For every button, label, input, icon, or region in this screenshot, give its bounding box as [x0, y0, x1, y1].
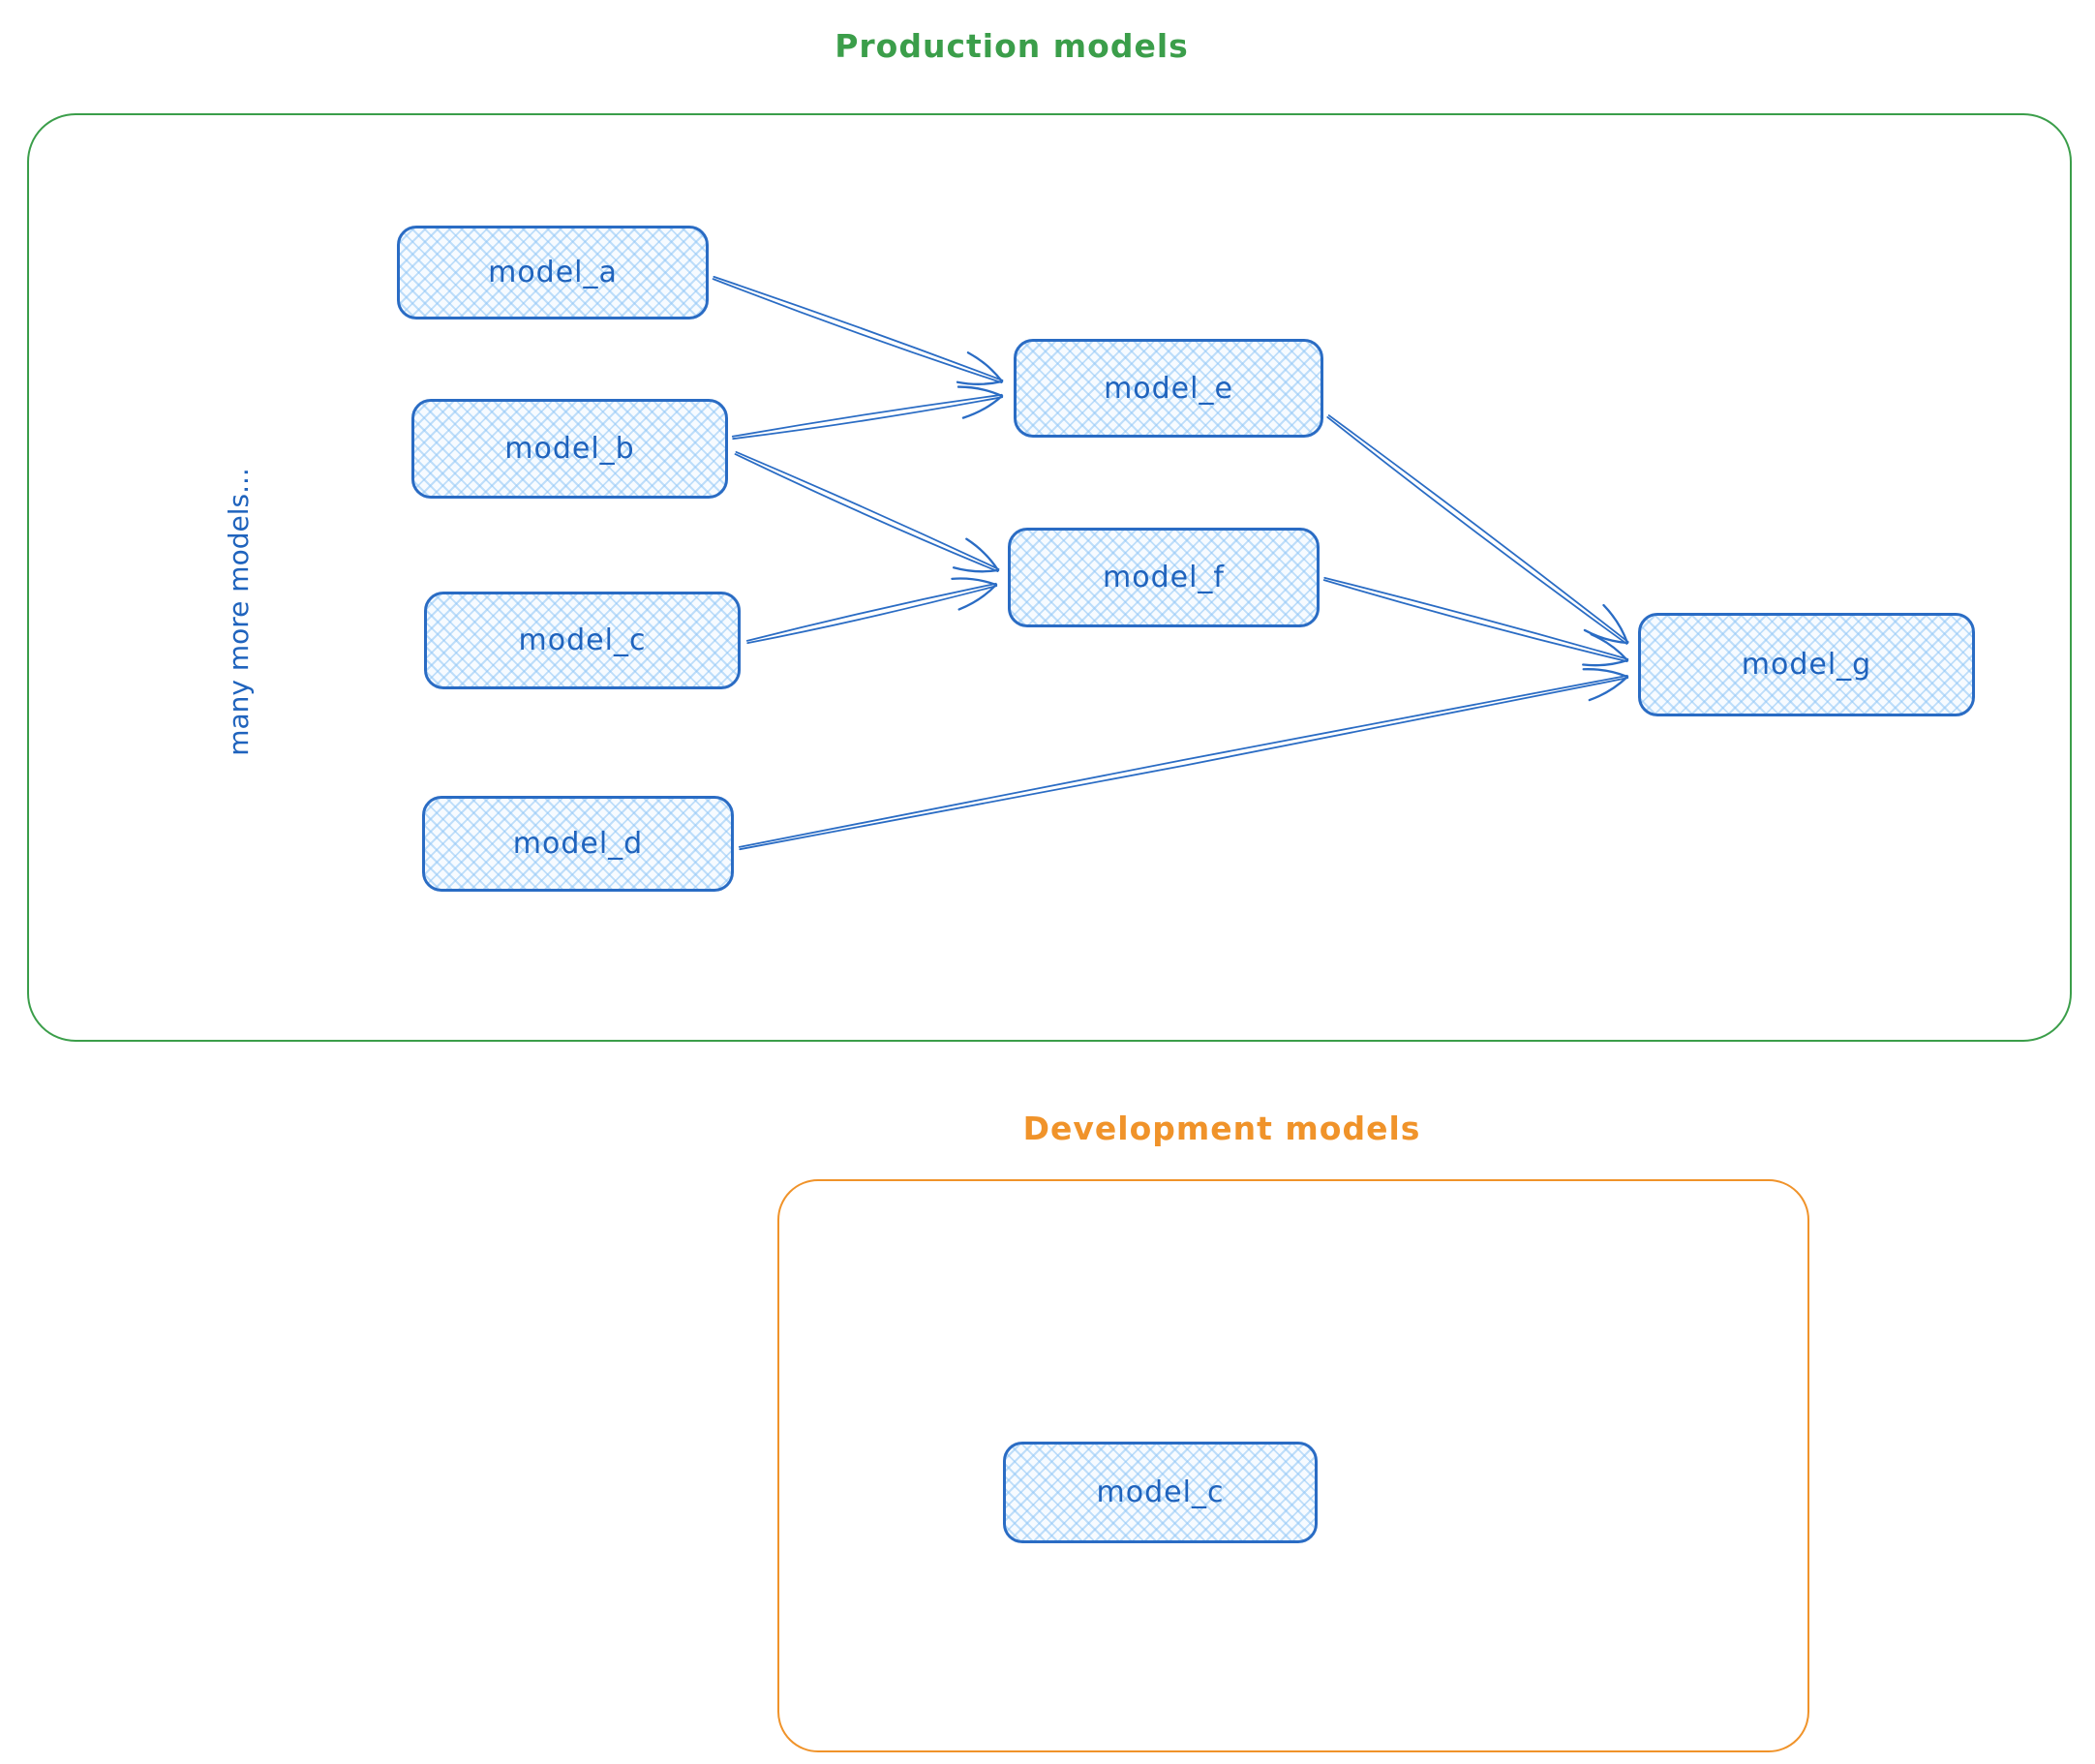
node-model-a: model_a: [397, 226, 709, 319]
node-model-c: model_c: [424, 592, 741, 689]
node-model-e: model_e: [1014, 339, 1323, 438]
development-title: Development models: [1022, 1110, 1421, 1147]
production-container: [27, 113, 2072, 1042]
node-dev-model-c: model_c: [1003, 1442, 1318, 1543]
side-note-many-more-models: many more models...: [223, 468, 255, 756]
node-label: model_c: [1096, 1475, 1225, 1509]
node-label: model_b: [504, 432, 635, 466]
node-label: model_d: [512, 827, 644, 861]
production-title: Production models: [835, 27, 1189, 65]
node-label: model_c: [518, 623, 647, 657]
node-label: model_a: [488, 256, 618, 289]
node-model-f: model_f: [1008, 528, 1320, 627]
node-label: model_e: [1104, 371, 1233, 406]
node-model-g: model_g: [1638, 613, 1975, 716]
development-container: [777, 1179, 1809, 1752]
node-model-d: model_d: [422, 796, 734, 892]
node-model-b: model_b: [411, 399, 728, 499]
node-label: model_g: [1741, 648, 1872, 682]
node-label: model_f: [1103, 561, 1225, 594]
